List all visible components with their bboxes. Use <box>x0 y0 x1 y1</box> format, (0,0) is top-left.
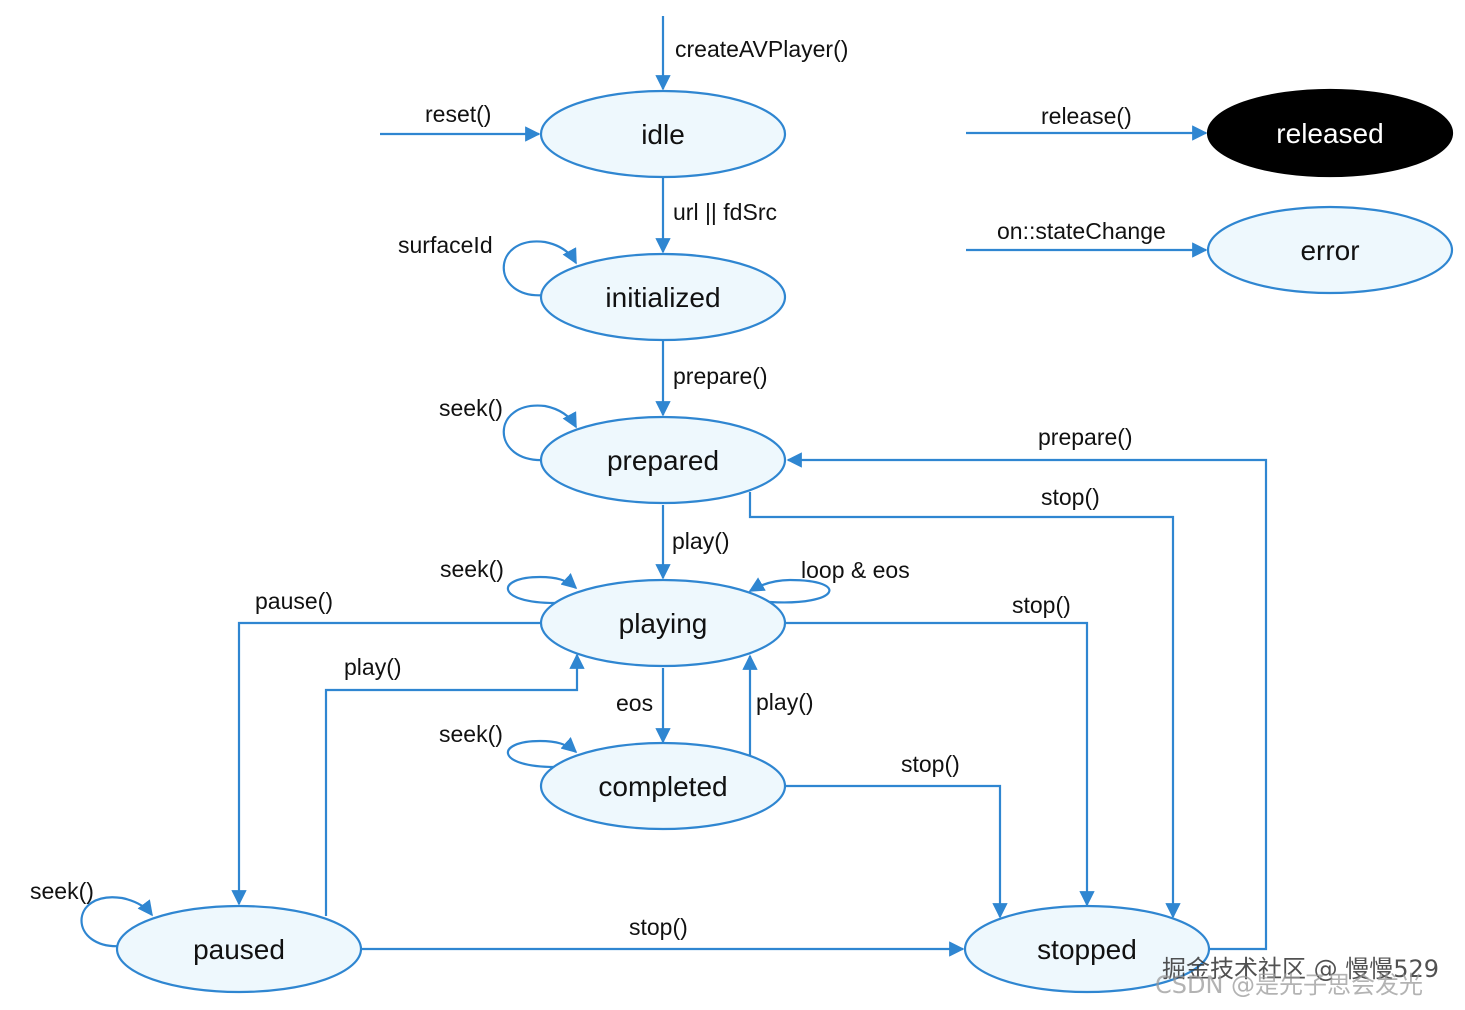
label-state-change: on::stateChange <box>997 218 1166 244</box>
label-seek-playing: seek() <box>440 556 504 582</box>
state-idle-label: idle <box>641 119 685 150</box>
state-idle: idle <box>539 89 787 179</box>
state-released-label: released <box>1276 118 1383 149</box>
edge-stop-completed <box>786 784 1008 919</box>
edge-stop-prepared <box>748 492 1181 919</box>
state-stopped: stopped <box>963 904 1211 994</box>
label-seek-paused: seek() <box>30 878 94 904</box>
label-surfaceid: surfaceId <box>398 232 493 258</box>
label-prepare-init: prepare() <box>673 363 768 389</box>
label-stop-playing: stop() <box>1012 592 1071 618</box>
edge-pause <box>231 621 540 906</box>
label-play-completed: play() <box>756 689 814 715</box>
label-stop-prepared: stop() <box>1041 484 1100 510</box>
state-stopped-label: stopped <box>1037 934 1137 965</box>
edge-seek-playing-loop <box>507 573 578 605</box>
edge-prepare-from-stopped <box>786 452 1268 951</box>
label-prepare-from-stopped: prepare() <box>1038 424 1133 450</box>
label-eos: eos <box>616 690 653 716</box>
label-url-fdsrc: url || fdSrc <box>673 199 777 225</box>
state-error-label: error <box>1300 235 1359 266</box>
state-prepared: prepared <box>539 415 787 505</box>
state-error: error <box>1206 205 1454 295</box>
state-playing: playing <box>539 578 787 668</box>
state-completed: completed <box>539 741 787 831</box>
label-stop-paused: stop() <box>629 914 688 940</box>
edge-play-paused <box>324 653 585 916</box>
label-create: createAVPlayer() <box>675 36 848 62</box>
edge-stop-playing <box>786 621 1095 907</box>
label-seek-prepared: seek() <box>439 395 503 421</box>
watermark-juejin: 掘金技术社区 @ 慢慢529 <box>1162 955 1439 983</box>
label-pause: pause() <box>255 588 333 614</box>
state-prepared-label: prepared <box>607 445 719 476</box>
watermark-csdn: CSDN @是先子思会发光 <box>1155 971 1423 999</box>
edge-surfaceid-loop <box>502 240 577 297</box>
state-playing-label: playing <box>619 608 708 639</box>
state-paused-label: paused <box>193 934 285 965</box>
edge-loop-eos <box>748 577 831 604</box>
label-loop-eos: loop & eos <box>801 557 910 583</box>
label-release: release() <box>1041 103 1132 129</box>
label-reset: reset() <box>425 101 491 127</box>
label-stop-completed: stop() <box>901 751 960 777</box>
edge-seek-prepared-loop <box>502 404 577 462</box>
state-completed-label: completed <box>598 771 727 802</box>
label-play-paused: play() <box>344 654 402 680</box>
state-released: released <box>1206 88 1454 178</box>
state-initialized: initialized <box>539 252 787 342</box>
edge-seek-paused-loop <box>80 896 153 948</box>
state-initialized-label: initialized <box>605 282 720 313</box>
state-paused: paused <box>115 904 363 994</box>
label-play-prepared: play() <box>672 528 730 554</box>
label-seek-completed: seek() <box>439 721 503 747</box>
edge-seek-completed-loop <box>507 737 578 769</box>
